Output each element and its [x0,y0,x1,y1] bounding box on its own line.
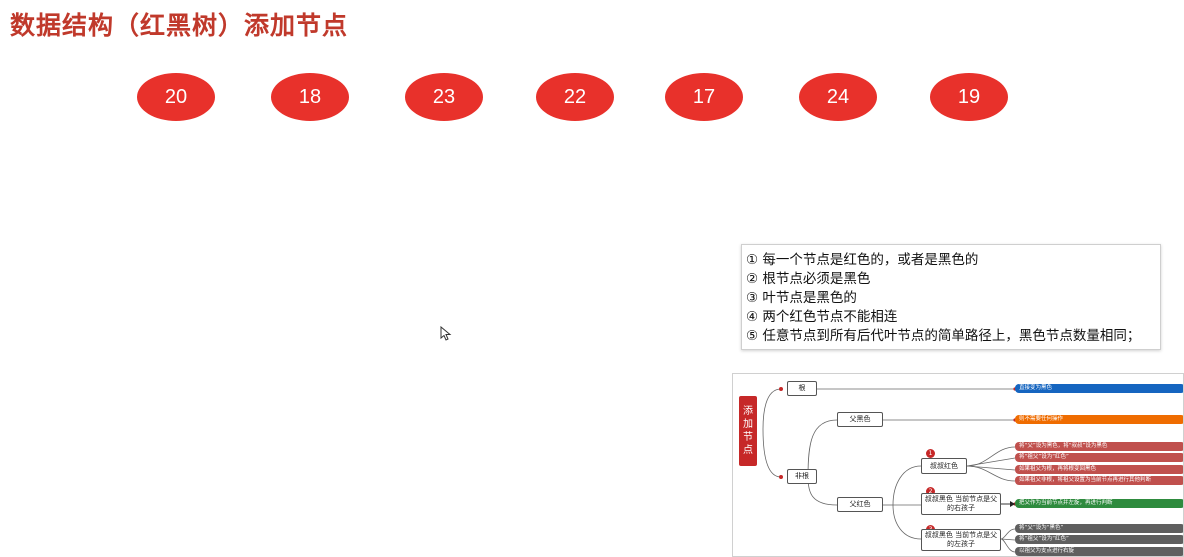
case-1-number: 1 [926,449,935,458]
mindmap-title: 添加节点 [739,396,757,466]
node-23: 23 [405,73,483,121]
rule-1: ① 每一个节点是红色的，或者是黑色的 [746,252,979,268]
rule-4: ④ 两个红色节点不能相连 [746,309,898,325]
mindmap-root: 根 [787,381,817,396]
action-case3-step2: 将“祖父”设为“红色” [1015,535,1183,544]
rule-2: ② 根节点必须是黑色 [746,271,871,287]
action-case1-step2: 将“祖父”设为“红色” [1015,453,1183,462]
rule-5: ⑤ 任意节点到所有后代叶节点的简单路径上，黑色节点数量相同； [746,328,1141,344]
rule-3: ③ 叶节点是黑色的 [746,290,857,306]
mouse-cursor-icon [440,326,452,341]
node-24: 24 [799,73,877,121]
action-case1-step3: 如果祖父为根，再将根变回黑色 [1015,465,1183,474]
case-3-box: 叔叔黑色 当前节点是父的左孩子 [921,529,1001,551]
action-root-black: 直接变为黑色 [1015,384,1183,393]
node-20: 20 [137,73,215,121]
action-case3-step1: 将“父”设为“黑色” [1015,524,1183,533]
mindmap-father-red: 父红色 [837,497,883,512]
action-case1-step1: 将“父”设为黑色，将“叔叔”设为黑色 [1015,442,1183,451]
case-1-box: 叔叔红色 [921,458,967,474]
action-case3-step3: 以祖父为支点进行右旋 [1015,547,1183,556]
action-case1-step4: 如果祖父非根，将祖父设置为当前节点再进行其他判断 [1015,476,1183,485]
node-22: 22 [536,73,614,121]
case-2-box: 叔叔黑色 当前节点是父的右孩子 [921,493,1001,515]
node-17: 17 [665,73,743,121]
mindmap-panel: 添加节点 根 非根 父黑色 父红色 1 叔叔红色 2 叔叔黑色 当前节点是父的右… [732,373,1184,557]
mindmap-nonroot: 非根 [787,469,817,484]
case-2-number: 2 [926,487,935,496]
mindmap-father-black: 父黑色 [837,412,883,427]
node-19: 19 [930,73,1008,121]
node-18: 18 [271,73,349,121]
page-title: 数据结构（红黑树）添加节点 [10,11,349,40]
action-no-op: 则不需要任何操作 [1015,415,1183,424]
rules-panel: ① 每一个节点是红色的，或者是黑色的 ② 根节点必须是黑色 ③ 叶节点是黑色的 … [741,244,1161,350]
action-case2: 把父作为当前节点并左旋，再进行判断 [1015,499,1183,508]
